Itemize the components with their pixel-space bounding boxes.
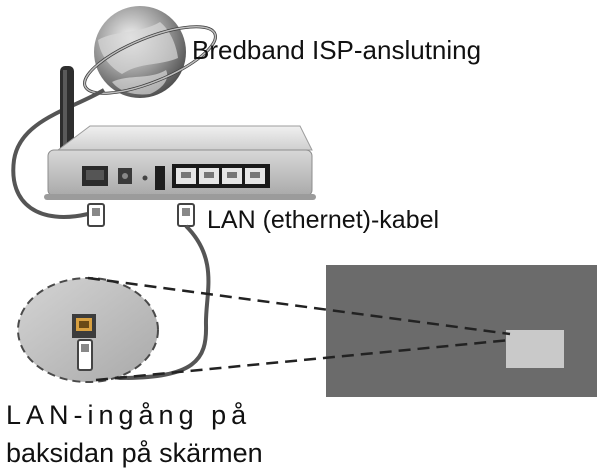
power-switch — [155, 166, 165, 190]
zoom-line-bottom — [95, 338, 511, 382]
isp-connection-label: Bredband ISP-anslutning — [192, 35, 482, 65]
tv-lan-port-area — [506, 330, 564, 368]
lan-input-label-line2: baksidan på skärmen — [6, 438, 263, 468]
ethernet-plug-icon — [87, 203, 105, 227]
lan-port-icon — [72, 314, 96, 371]
tv-icon — [326, 265, 597, 397]
lan-cable-plug — [177, 203, 195, 227]
globe-icon — [83, 6, 217, 98]
router-icon — [44, 125, 316, 200]
zoom-line-top — [87, 276, 511, 336]
lan-input-label-line1: LAN-ingång på — [6, 400, 252, 430]
lan-cable — [95, 224, 211, 381]
lan-cable-label: LAN (ethernet)-kabel — [207, 206, 440, 234]
